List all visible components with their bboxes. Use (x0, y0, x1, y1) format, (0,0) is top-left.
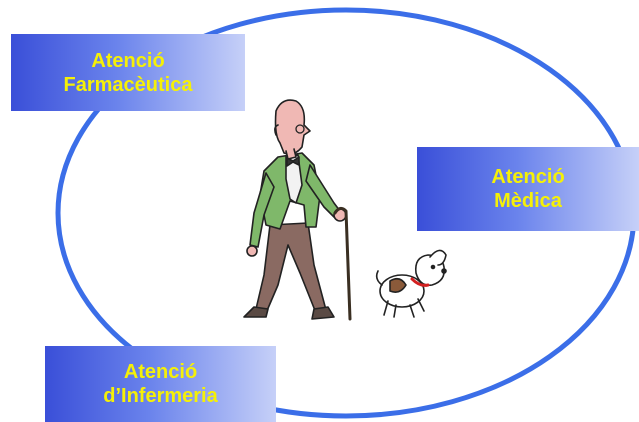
node-label-line: Atenció (91, 49, 164, 73)
node-label-line: d’Infermeria (103, 384, 217, 408)
old-man-with-cane-icon (244, 100, 350, 319)
dog-icon (377, 250, 446, 317)
node-atencio-farmaceutica: Atenció Farmacèutica (11, 34, 245, 111)
node-label-line: Mèdica (494, 189, 562, 213)
node-atencio-infermeria: Atenció d’Infermeria (45, 346, 276, 422)
node-atencio-medica: Atenció Mèdica (417, 147, 639, 231)
node-label-line: Farmacèutica (64, 73, 193, 97)
node-label-line: Atenció (124, 360, 197, 384)
node-label-line: Atenció (491, 165, 564, 189)
